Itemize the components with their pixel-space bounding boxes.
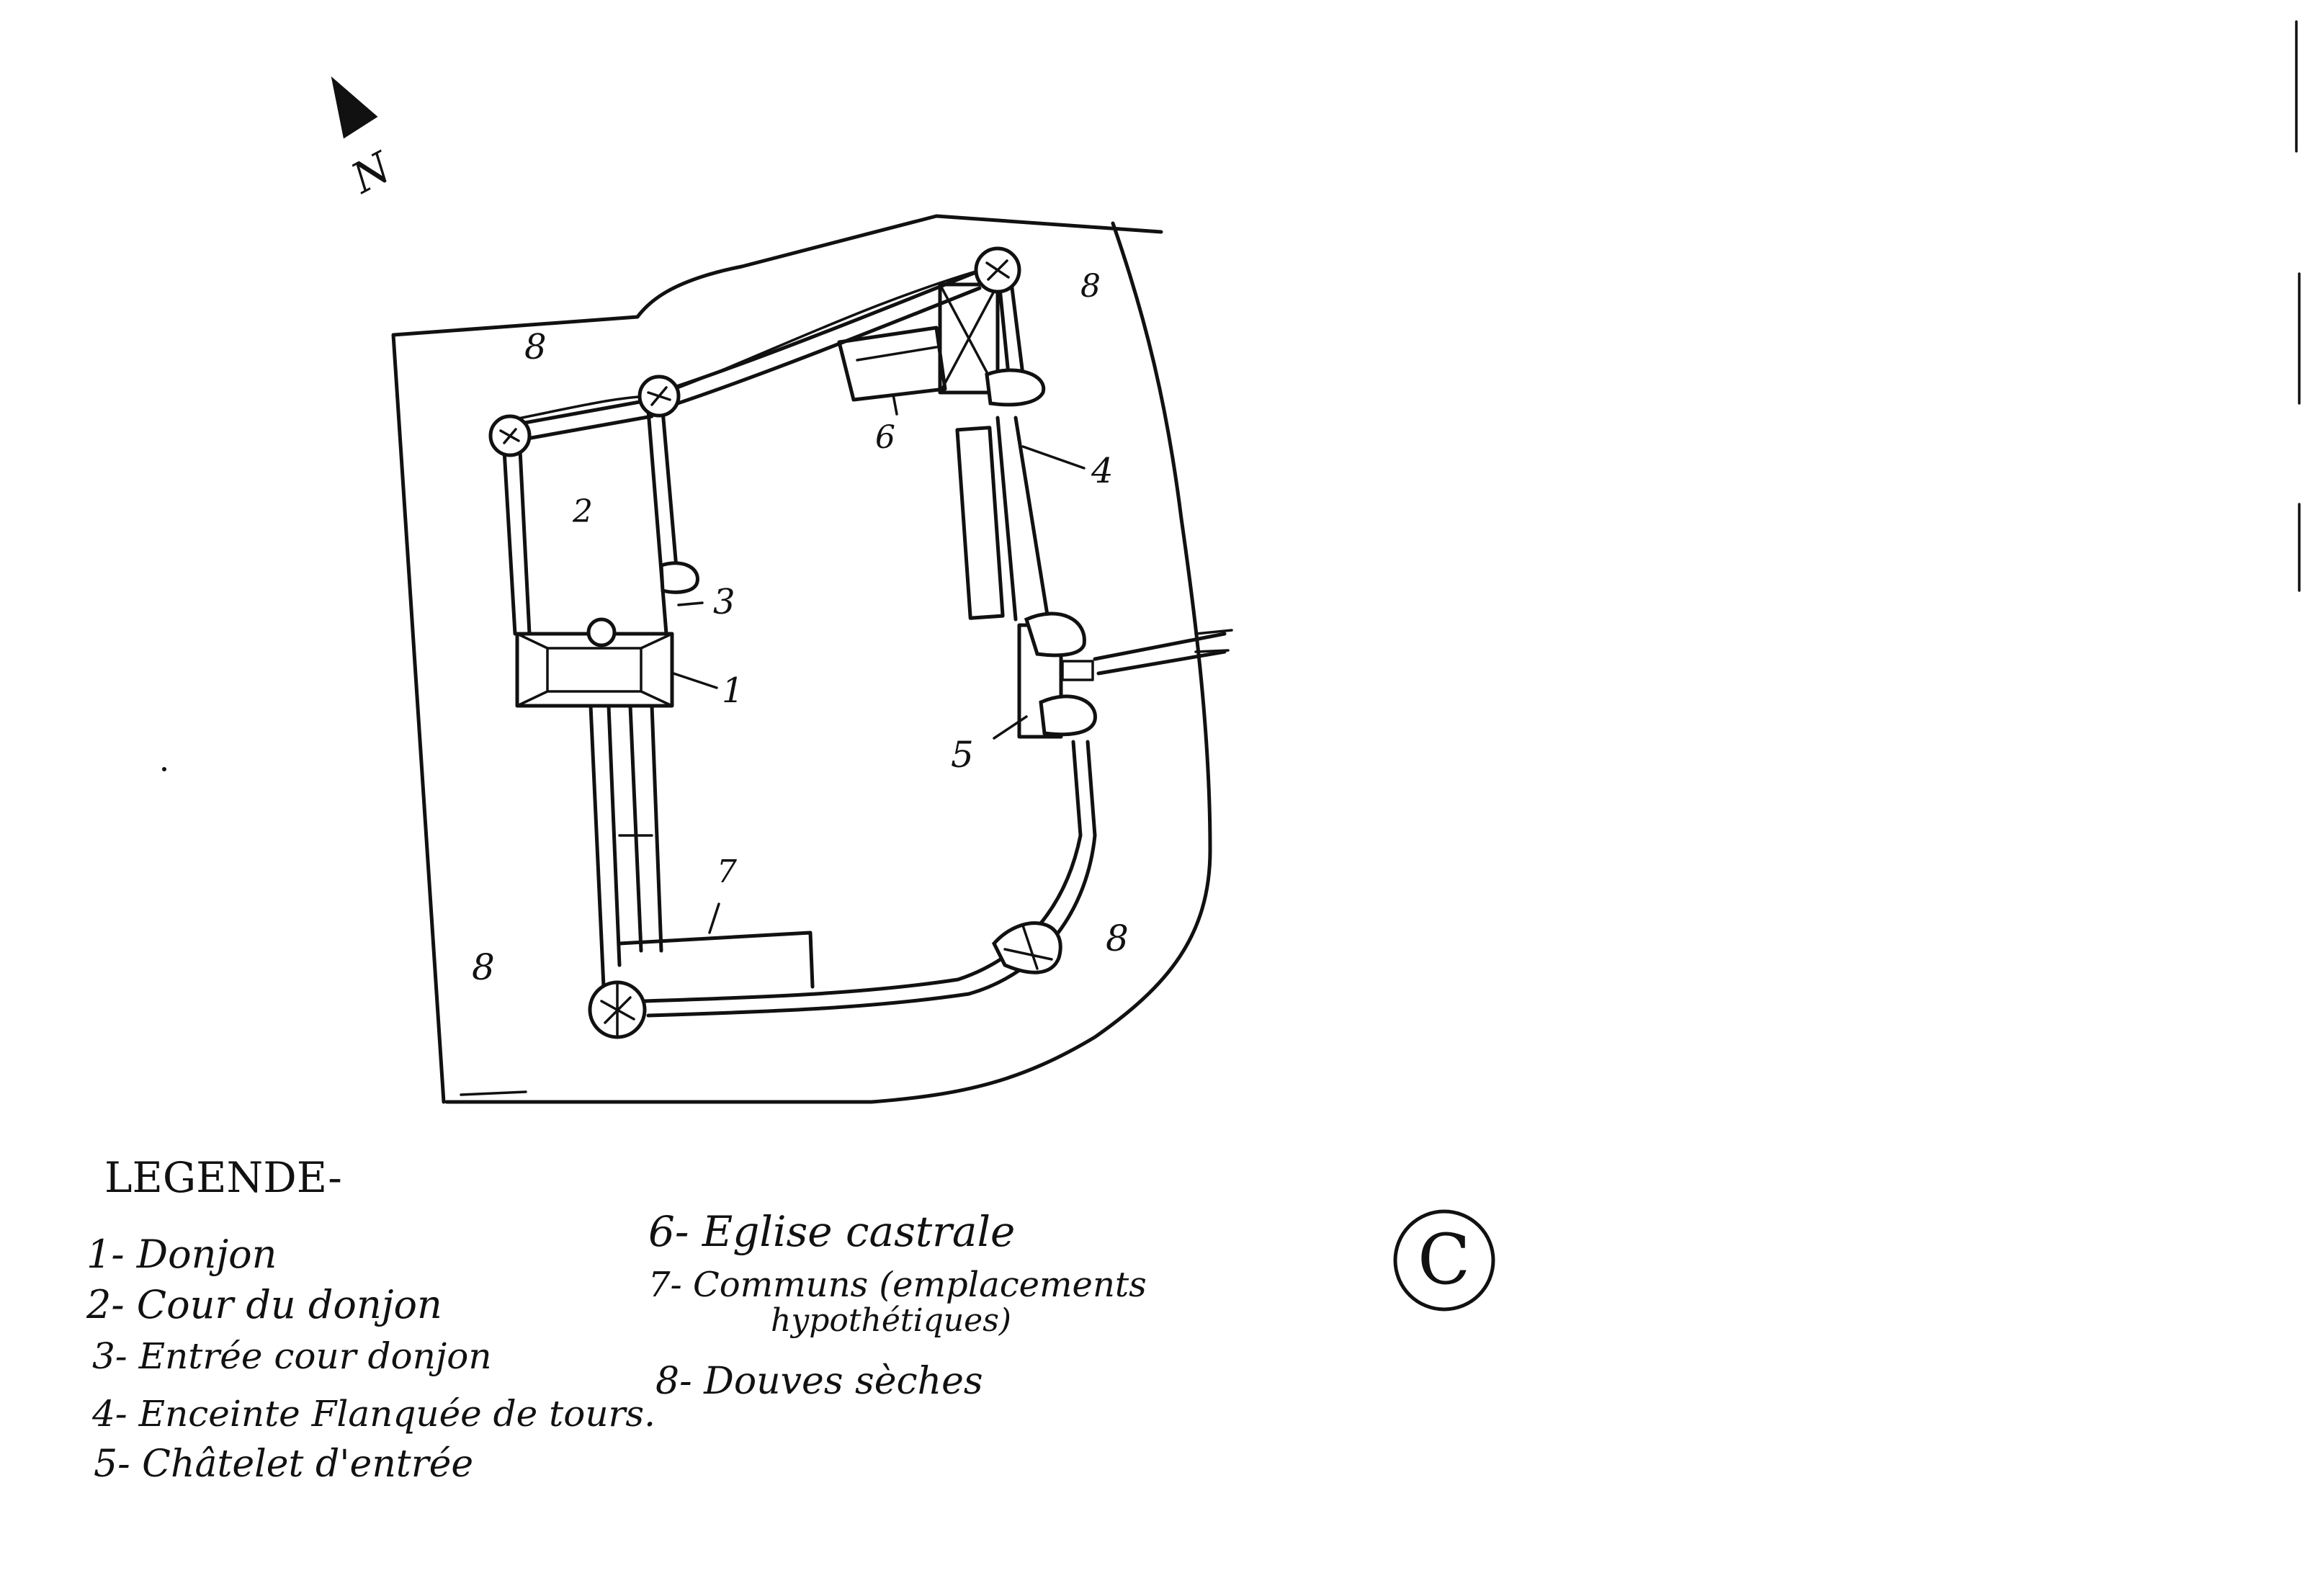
north-arrow-icon <box>331 76 378 139</box>
south-curtain-wall <box>643 740 1097 1018</box>
north-arrow: N <box>331 76 400 204</box>
legend-item-7: 7- Communs (emplacements <box>648 1265 1147 1305</box>
label-6: 6 <box>875 419 895 456</box>
copyright-mark: C <box>1393 1209 1495 1312</box>
legend-item-5: 5- Châtelet d'entrée <box>94 1443 473 1486</box>
label-8-sw: 8 <box>472 946 495 988</box>
stray-marks <box>162 20 2301 771</box>
legend-item-2: 2- Cour du donjon <box>86 1282 442 1327</box>
legend-item-1: 1- Donjon <box>86 1232 277 1277</box>
keep <box>515 617 674 708</box>
entrance-bridge <box>1093 629 1233 676</box>
tower-n <box>637 375 681 418</box>
west-curtain-wall <box>588 704 815 989</box>
keep-courtyard-walls <box>502 398 679 636</box>
label-8-se: 8 <box>1106 918 1129 959</box>
tower-ne <box>974 246 1021 294</box>
label-7: 7 <box>717 853 737 890</box>
corner-towers <box>488 246 1062 1039</box>
keep-courtyard-entrance <box>659 561 699 594</box>
east-curtain-wall <box>955 286 1050 622</box>
label-3: 3 <box>713 582 735 622</box>
moat-inner-line <box>503 264 999 423</box>
label-1: 1 <box>722 671 744 711</box>
tower-sw <box>588 980 647 1039</box>
moat-pencil-stub <box>460 1090 527 1096</box>
gatehouse <box>1017 611 1097 739</box>
north-label: N <box>342 142 400 204</box>
copyright-icon: C <box>1418 1219 1470 1300</box>
legend-item-8: 8- Douves sèches <box>655 1360 983 1403</box>
castral-church <box>837 282 1046 407</box>
moat-outer-boundary <box>391 214 1212 1104</box>
tower-se <box>992 921 1062 974</box>
legend-item-4: 4- Enceinte Flanquée de tours. <box>91 1393 655 1435</box>
legend: LEGENDE- 1- Donjon 2- Cour du donjon 3- … <box>86 1153 1147 1486</box>
label-4: 4 <box>1091 451 1114 491</box>
label-8-nw: 8 <box>524 327 547 367</box>
leader-lines <box>672 393 1086 934</box>
plan-labels: 1 2 3 4 5 6 7 8 8 8 8 <box>472 268 1129 988</box>
legend-title: LEGENDE- <box>104 1153 342 1202</box>
north-curtain-wall <box>668 270 982 407</box>
tower-nw <box>488 414 532 457</box>
legend-item-6: 6- Eglise castrale <box>648 1207 1015 1256</box>
label-5: 5 <box>951 734 974 776</box>
legend-item-7-cont: hypothétiques) <box>771 1302 1011 1339</box>
legend-item-3: 3- Entrée cour donjon <box>92 1335 492 1377</box>
label-2: 2 <box>572 493 593 530</box>
label-8-ne: 8 <box>1080 268 1101 305</box>
